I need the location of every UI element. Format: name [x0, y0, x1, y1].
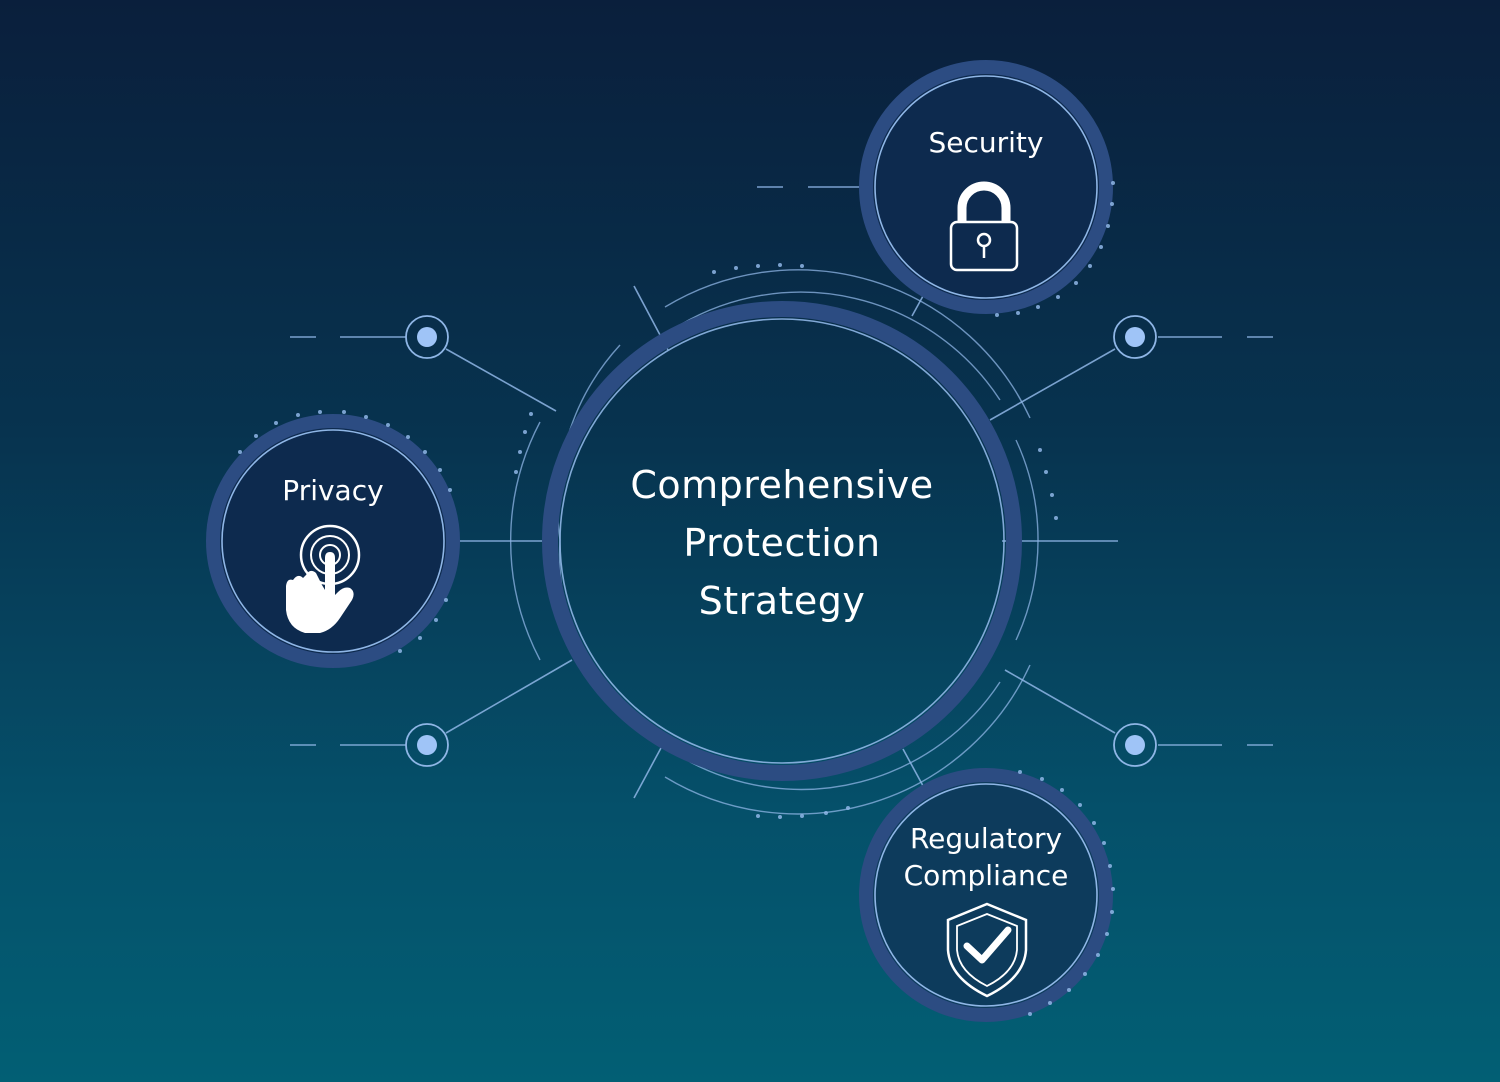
junction-dots [405, 315, 1157, 767]
center-dotted-arc-left [514, 412, 533, 474]
junction-dot-top-right [1113, 315, 1157, 359]
connector-lines [290, 186, 1273, 799]
center-dotted-arc-right [1038, 448, 1058, 520]
privacy-label: Privacy [282, 474, 383, 507]
junction-dot-top-left [405, 315, 449, 359]
center-title-line-1: Comprehensive [630, 463, 933, 507]
privacy-node: Privacy [206, 410, 460, 668]
shield-check-icon [946, 902, 1028, 998]
center-title-line-2: Protection [683, 521, 880, 565]
compliance-node: Regulatory Compliance [859, 768, 1115, 1022]
privacy-dotted-arc [238, 410, 452, 653]
compliance-dotted-arc [1018, 770, 1115, 1016]
center-hub: Comprehensive Protection Strategy [510, 263, 1058, 819]
center-title-line-3: Strategy [699, 579, 866, 623]
security-label: Security [929, 126, 1044, 159]
junction-dot-bottom-right [1113, 723, 1157, 767]
compliance-label-line-1: Regulatory [910, 822, 1062, 855]
touch-hand-icon [286, 524, 361, 633]
center-dotted-arc-bottom [756, 806, 850, 819]
padlock-icon [949, 181, 1019, 272]
compliance-label-line-2: Compliance [904, 859, 1069, 892]
security-dotted-arc [995, 181, 1115, 317]
junction-dot-bottom-left [405, 723, 449, 767]
center-dotted-arc-top [712, 263, 804, 274]
security-node: Security [859, 60, 1115, 317]
